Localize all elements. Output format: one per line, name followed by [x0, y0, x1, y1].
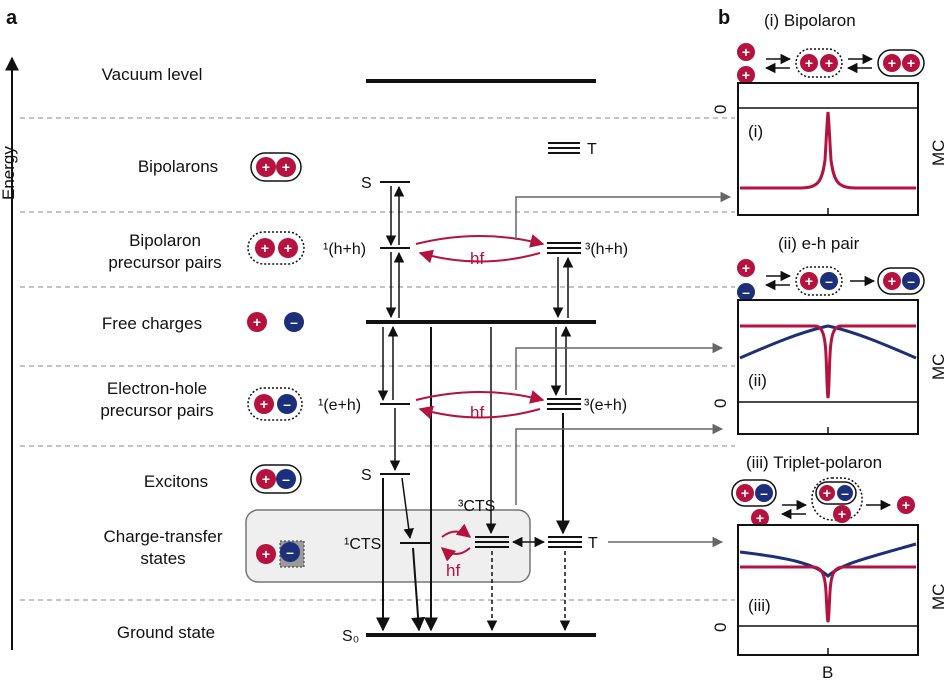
label-bipolarons: Bipolarons	[138, 157, 218, 176]
svg-text:+: +	[262, 159, 270, 175]
svg-text:–: –	[841, 485, 849, 501]
exciton-icon: + –	[250, 464, 302, 494]
link-arrows	[515, 191, 732, 548]
svg-text:–: –	[282, 471, 290, 487]
tag-i: (i)	[748, 122, 763, 141]
svg-text:–: –	[825, 273, 833, 289]
svg-text:+: +	[805, 273, 813, 289]
eh-triplet-lines	[547, 398, 581, 410]
hf-label-cts: hf	[446, 561, 460, 580]
mc-curve-triplet-polaron-red	[740, 565, 916, 623]
svg-text:+: +	[902, 497, 910, 513]
label-excitons: Excitons	[144, 472, 208, 491]
ylabel-mc-iii: MC	[929, 584, 946, 610]
state-t-exciton: T	[588, 535, 598, 552]
transition-arrows	[376, 185, 574, 632]
svg-text:+: +	[741, 485, 749, 501]
free-charges-icon: + –	[247, 312, 304, 332]
state-s-exciton: S	[361, 467, 372, 484]
mc-plot-triplet-polaron	[737, 524, 919, 656]
energy-axis-label: Energy	[0, 146, 18, 200]
eh-pair-process-icons: + – + – + –	[737, 259, 925, 301]
label-vacuum-level: Vacuum level	[102, 65, 203, 84]
xlabel-b: B	[822, 663, 833, 682]
bipolaron-process-icons: + + + + + +	[737, 43, 925, 84]
panel-a-letter: a	[6, 7, 18, 29]
svg-text:+: +	[838, 506, 846, 522]
hf-arrows	[415, 234, 545, 562]
tag-iii: (iii)	[748, 596, 771, 615]
svg-text:+: +	[888, 55, 896, 71]
mc-plot-bipolaron	[737, 82, 919, 216]
hf-label-eh: hf	[470, 403, 484, 422]
svg-text:–: –	[286, 544, 294, 560]
level-separators	[20, 117, 735, 601]
state-cts-triplet: ³CTS	[458, 498, 495, 515]
state-eh-triplet: ³(e+h)	[584, 397, 627, 414]
state-t-top: T	[587, 141, 597, 158]
svg-text:+: +	[756, 510, 764, 526]
state-hh-triplet: ³(h+h)	[585, 241, 628, 258]
svg-text:+: +	[282, 159, 290, 175]
svg-text:+: +	[742, 67, 750, 83]
svg-text:+: +	[260, 396, 268, 412]
zero-label-i: 0	[711, 105, 730, 114]
state-eh-singlet: ¹(e+h)	[318, 397, 361, 414]
svg-text:+: +	[262, 471, 270, 487]
hf-label-hh: hf	[470, 249, 484, 268]
state-hh-singlet: ¹(h+h)	[323, 241, 366, 258]
svg-text:–: –	[760, 485, 768, 501]
label-free-charges: Free charges	[102, 314, 202, 333]
energy-levels	[366, 79, 596, 637]
state-cts-singlet: ¹CTS	[344, 536, 381, 553]
label-ct-states-2: states	[140, 549, 185, 568]
svg-text:+: +	[825, 55, 833, 71]
svg-text:–: –	[283, 396, 291, 412]
state-s-top: S	[361, 175, 372, 192]
hh-triplet-lines	[547, 242, 581, 254]
mc-curve-eh-pair-blue	[739, 324, 917, 360]
ylabel-mc-i: MC	[929, 140, 946, 166]
ylabel-mc-ii: MC	[929, 354, 946, 380]
svg-text:+: +	[253, 314, 261, 330]
title-eh-pair: (ii) e-h pair	[778, 234, 860, 253]
bipolaron-icon: + +	[250, 152, 302, 182]
label-ground-state: Ground state	[117, 623, 215, 642]
zero-label-iii: 0	[711, 623, 730, 632]
exciton-triplet-lines	[548, 536, 582, 548]
svg-text:–: –	[907, 273, 915, 289]
label-ct-states-1: Charge-transfer	[103, 527, 222, 546]
svg-text:–: –	[742, 284, 750, 300]
svg-text:+: +	[742, 260, 750, 276]
tag-ii: (ii)	[748, 371, 767, 390]
mc-curve-triplet-polaron-blue	[739, 542, 917, 579]
svg-text:+: +	[261, 240, 269, 256]
svg-text:+: +	[805, 55, 813, 71]
eh-pair-icon: + –	[247, 387, 303, 421]
label-eh-pairs-1: Electron-hole	[107, 379, 207, 398]
mc-curve-bipolaron	[740, 111, 916, 190]
label-eh-pairs-2: precursor pairs	[100, 401, 213, 420]
label-bipolaron-pairs-2: precursor pairs	[108, 253, 221, 272]
svg-text:+: +	[742, 44, 750, 60]
svg-text:+: +	[284, 240, 292, 256]
triplet-top-lines	[548, 142, 580, 154]
svg-text:+: +	[907, 55, 915, 71]
label-bipolaron-pairs-1: Bipolaron	[129, 231, 201, 250]
state-ground: S₀	[342, 628, 359, 645]
title-triplet-polaron: (iii) Triplet-polaron	[746, 453, 882, 472]
mc-curve-eh-pair-red	[740, 324, 916, 399]
svg-text:+: +	[262, 546, 270, 562]
bipolaron-pair-icon: + +	[247, 231, 305, 265]
ct-state-icon: + –	[256, 540, 305, 568]
svg-text:+: +	[888, 273, 896, 289]
zero-label-ii: 0	[711, 399, 730, 408]
svg-text:+: +	[823, 485, 831, 501]
triplet-polaron-process-icons: + – + + – + +	[731, 477, 915, 527]
title-bipolaron: (i) Bipolaron	[764, 11, 856, 30]
panel-b-letter: b	[718, 7, 730, 29]
svg-text:–: –	[290, 314, 298, 330]
cts-triplet-lines	[475, 536, 509, 548]
